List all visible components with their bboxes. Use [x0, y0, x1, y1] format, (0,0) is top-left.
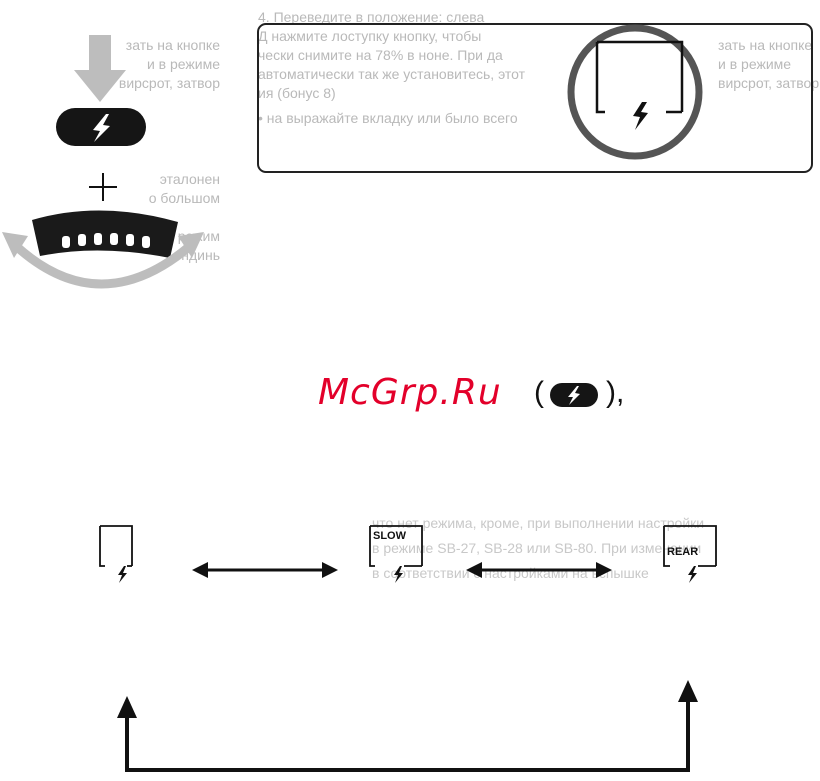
bleed-line: • на выражайте вкладку или было всего: [258, 110, 518, 126]
bleed-text-left: зать на кнопке и в режиме вирсрот, затво…: [718, 36, 820, 93]
bleed-line: о большом: [148, 190, 220, 206]
double-arrow-icon: [466, 562, 612, 578]
plus-icon: [89, 173, 117, 201]
bleed-line: вирсрот, затвор: [718, 75, 820, 91]
bleed-line: эталонен: [159, 171, 220, 187]
flash-button-icon: [56, 108, 146, 146]
bleed-line: автоматически так же установитесь, этот: [258, 66, 526, 82]
mode-rear-icon: [663, 525, 717, 583]
bleed-line: чески снимите на 78% в ноне. При да: [258, 47, 503, 63]
flash-button-icon: [550, 383, 598, 407]
bleed-line: зать на кнопке: [125, 37, 220, 53]
bleed-line: и в режиме: [718, 56, 792, 72]
down-arrow-icon: [74, 35, 126, 102]
lightning-icon: [118, 566, 127, 583]
lightning-icon: [633, 102, 648, 130]
return-loop-arrow-icon: [117, 680, 698, 772]
lightning-icon: [394, 566, 403, 583]
double-arrow-icon: [192, 562, 338, 578]
lightning-icon: [688, 566, 697, 583]
lcd-panel: [257, 23, 813, 173]
mode-normal-icon: [99, 525, 133, 583]
bleed-line: 4. Переведите в положение: слева: [258, 9, 485, 25]
bleed-line: вирсрот, затвор: [118, 75, 220, 91]
bleed-line: что нет режима, кроме, при выполнении на…: [372, 515, 705, 531]
mode-slow-icon: [369, 525, 423, 583]
bleed-line: Д нажмите лоступку кнопку, чтобы: [258, 28, 482, 44]
mode-rear-label: REAR: [667, 546, 699, 558]
bleed-line: ия (бонус 8): [258, 85, 336, 101]
bleed-line: в режиме SB-27, SB-28 или SB-80. При изм…: [372, 540, 702, 556]
mode-slow-label: SLOW: [373, 530, 406, 542]
open-paren: (: [534, 376, 544, 409]
command-dial-icon: [2, 210, 204, 289]
bleed-line: и в режиме: [146, 56, 220, 72]
bleed-text-left-col: зать на кнопке и в режиме вирсрот, затво…: [0, 36, 220, 93]
bleed-text-top: 4. Переведите в положение: слева Д нажми…: [258, 8, 820, 128]
watermark: McGrp.Ru: [318, 372, 502, 413]
bleed-text-middle: что нет режима, кроме, при выполнении на…: [372, 514, 820, 583]
bleed-line: зать на кнопке: [718, 37, 813, 53]
close-paren: ),: [606, 376, 625, 409]
